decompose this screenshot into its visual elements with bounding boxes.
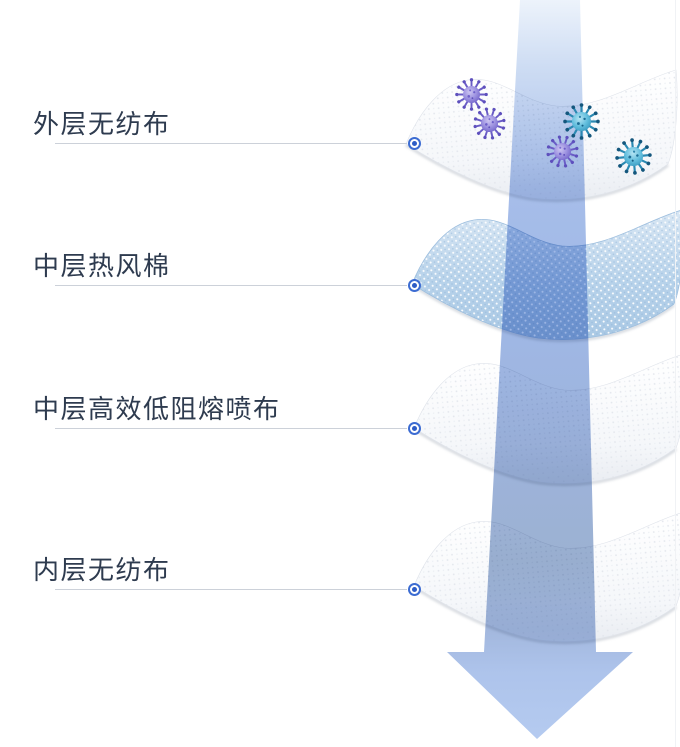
layer-label-meltblown: 中层高效低阻熔喷布 — [33, 394, 281, 424]
virus-icon — [473, 107, 506, 140]
layer-label-hot-air-cotton: 中层热风棉 — [33, 251, 171, 281]
target-dot-icon — [408, 422, 421, 435]
leader-line — [55, 285, 407, 286]
layer-label-outer-nonwoven: 外层无纺布 — [33, 109, 171, 139]
virus-icon — [546, 135, 579, 168]
layer-label-inner-nonwoven: 内层无纺布 — [33, 555, 171, 585]
leader-line — [55, 589, 407, 590]
virus-icon — [615, 138, 652, 175]
leader-line — [55, 143, 407, 144]
right-edge-line — [675, 0, 676, 747]
target-dot-icon — [408, 279, 421, 292]
target-dot-icon — [408, 583, 421, 596]
target-dot-icon — [408, 137, 421, 150]
leader-line — [55, 428, 407, 429]
